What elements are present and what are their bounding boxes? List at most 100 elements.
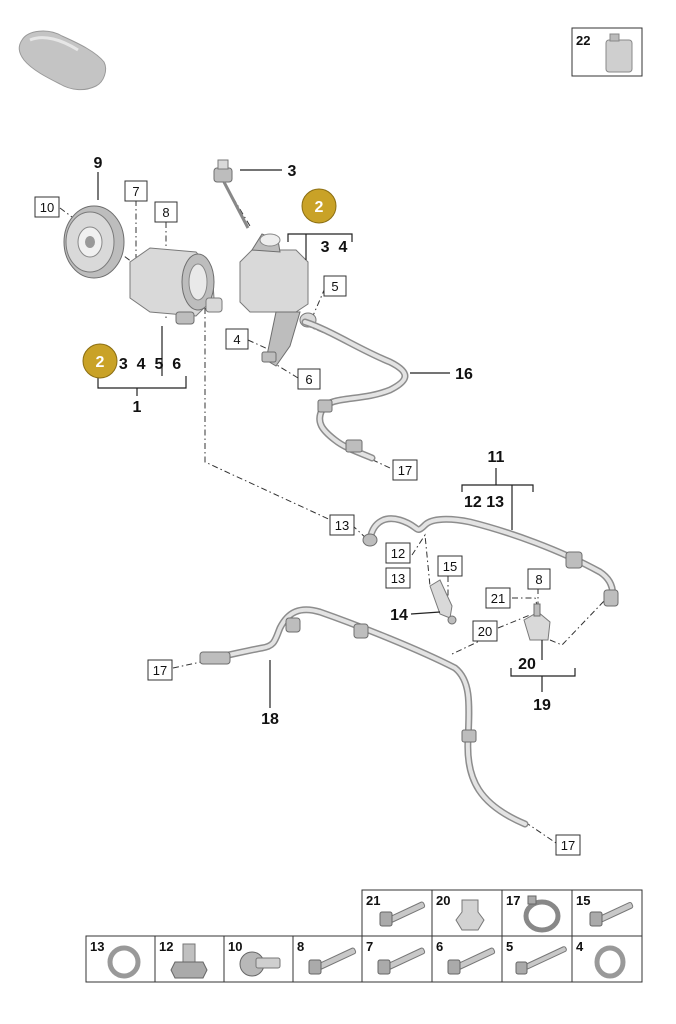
box-label-6: 6 [297, 368, 321, 390]
box-label-5: 5 [323, 275, 347, 297]
svg-text:13: 13 [90, 939, 104, 954]
badge-text: 2 [315, 199, 324, 216]
bracket-14-part [429, 579, 457, 625]
hardware-tile-6: 6 [431, 935, 503, 983]
svg-text:6: 6 [436, 939, 443, 954]
svg-text:5: 5 [331, 279, 338, 294]
clip-icon [455, 899, 485, 931]
hardware-tile-12: 12 [154, 935, 225, 983]
steering-pump-part [129, 247, 223, 325]
box-label-13-a: 13 [329, 514, 355, 536]
seal-ring-icon [594, 945, 626, 979]
vehicle-silhouette-icon [18, 30, 107, 91]
fluid-bottle-icon [605, 33, 633, 73]
hardware-tile-20: 20 [431, 889, 503, 937]
box-label-12: 12 [385, 542, 411, 564]
box-label-13-b: 13 [385, 567, 411, 589]
svg-text:17: 17 [561, 838, 575, 853]
svg-text:4: 4 [576, 939, 584, 954]
svg-text:20: 20 [436, 893, 450, 908]
box-label-21: 21 [485, 587, 511, 609]
svg-text:6: 6 [305, 372, 312, 387]
badge-circle [301, 188, 337, 224]
badge-circle [82, 343, 118, 379]
banjo-bolt-icon [170, 943, 208, 979]
box-label-15: 15 [437, 555, 463, 577]
svg-text:8: 8 [162, 205, 169, 220]
bolt-icon [447, 947, 496, 975]
long-bolt-icon [515, 946, 567, 975]
box-label-20: 20 [472, 620, 498, 642]
box-label-10: 10 [34, 196, 60, 218]
svg-text:20: 20 [478, 624, 492, 639]
box-label-17-lower: 17 [555, 834, 581, 856]
callout-1: 1 [133, 399, 142, 416]
svg-text:13: 13 [391, 571, 405, 586]
hardware-tile-13: 13 [85, 935, 156, 983]
fluid-bottle-tile: 22 [571, 27, 643, 77]
hardware-tile-15: 15 [571, 889, 643, 937]
bolt-icon [379, 901, 426, 927]
svg-text:17: 17 [398, 463, 412, 478]
bolt-icon [589, 901, 634, 927]
callout-18: 18 [261, 711, 279, 728]
hardware-row-bottom: 13 12 10 8 7 6 5 [85, 935, 643, 983]
reservoir-cap-part [213, 159, 250, 229]
callout-19: 19 [533, 697, 551, 714]
hose-11-part [362, 515, 619, 607]
fluid-tile-number: 22 [576, 33, 590, 48]
svg-text:7: 7 [366, 939, 373, 954]
callout-3-4: 3 4 [321, 239, 348, 256]
callout-9: 9 [94, 155, 103, 172]
box-label-17-left: 17 [147, 659, 173, 681]
svg-text:12: 12 [159, 939, 173, 954]
box-label-7: 7 [124, 180, 148, 202]
svg-text:17: 17 [153, 663, 167, 678]
svg-text:8: 8 [535, 572, 542, 587]
callout-12-13: 12 13 [464, 494, 504, 511]
box-label-4: 4 [225, 328, 249, 350]
hardware-tile-21: 21 [361, 889, 433, 937]
svg-text:21: 21 [366, 893, 380, 908]
hardware-row-top: 21 20 17 15 [361, 889, 643, 937]
hose-clamp-icon [523, 895, 561, 933]
flange-bolt-icon [239, 951, 281, 977]
hardware-tile-10: 10 [223, 935, 294, 983]
pulley-part [63, 205, 125, 279]
fluid-reservoir-part [239, 233, 317, 367]
svg-text:4: 4 [233, 332, 240, 347]
svg-text:15: 15 [443, 559, 457, 574]
svg-text:12: 12 [391, 546, 405, 561]
callout-labels: 9 3 3 4 3 4 5 6 1 16 11 12 13 14 20 19 1… [94, 155, 551, 728]
badge-text: 2 [96, 354, 105, 371]
bolt-icon [377, 947, 426, 975]
svg-text:8: 8 [297, 939, 304, 954]
hose-16-part [301, 318, 409, 462]
box-label-17-upper: 17 [392, 459, 418, 481]
bolt-icon [308, 947, 357, 975]
callout-14: 14 [390, 607, 408, 624]
callout-16: 16 [455, 366, 473, 383]
badge-2-lower: 2 [82, 343, 118, 379]
svg-text:15: 15 [576, 893, 590, 908]
badge-2-upper: 2 [301, 188, 337, 224]
leader-lines [97, 169, 576, 708]
svg-text:10: 10 [228, 939, 242, 954]
hardware-tile-4: 4 [571, 935, 643, 983]
box-label-8: 8 [154, 201, 178, 223]
callout-20: 20 [518, 656, 536, 673]
svg-text:17: 17 [506, 893, 520, 908]
hardware-tile-5: 5 [501, 935, 573, 983]
hardware-tile-17: 17 [501, 889, 573, 937]
seal-ring-icon [107, 945, 141, 979]
boxed-labels: 10 7 8 5 4 6 17 13 12 13 15 8 21 20 17 1… [34, 180, 581, 856]
bracket-19-part [523, 603, 551, 641]
svg-text:21: 21 [491, 591, 505, 606]
hardware-tile-7: 7 [361, 935, 433, 983]
svg-text:5: 5 [506, 939, 513, 954]
box-label-8-b: 8 [527, 568, 551, 590]
hose-18-part [199, 606, 529, 828]
callout-3-4-5-6: 3 4 5 6 [119, 356, 181, 373]
callout-3: 3 [288, 163, 297, 180]
